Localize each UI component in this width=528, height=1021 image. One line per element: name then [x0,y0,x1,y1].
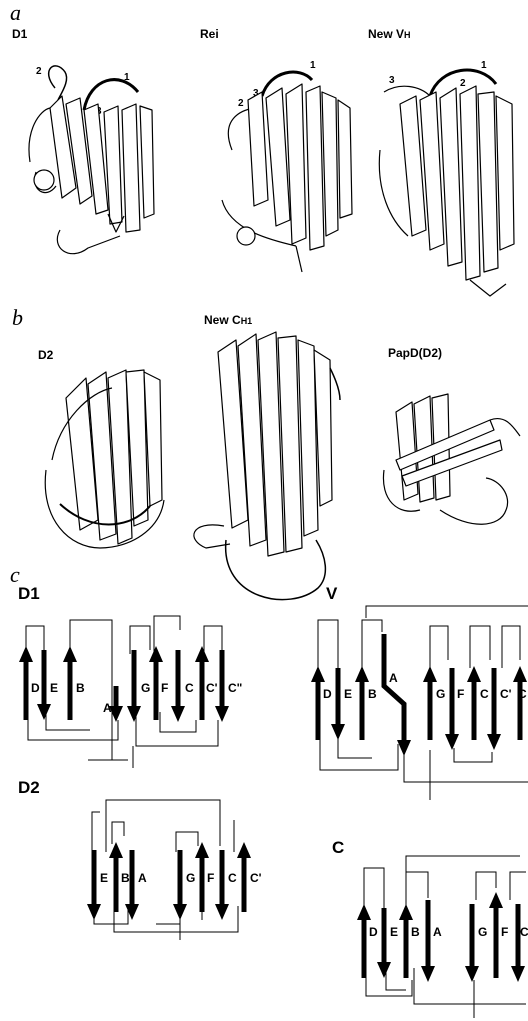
strand-v-cp: C' [500,687,512,701]
strand-v-b: B [368,687,377,701]
strand-d1-g: G [141,681,150,695]
strand-v-a: A [389,671,398,685]
strand-d1-d: D [31,681,40,695]
strand-d2-e: E [100,871,108,885]
strand-d1-e: E [50,681,58,695]
strand-d1-cpp: C" [228,681,242,695]
strand-d2-f: F [207,871,214,885]
strand-v-d: D [323,687,332,701]
strand-c-b: B [411,925,420,939]
strand-d2-a: A [138,871,147,885]
strand-d2-cp: C' [250,871,262,885]
strand-c-a: A [433,925,442,939]
strand-c-f: F [501,925,508,939]
strand-d1-b: B [76,681,85,695]
strand-v-c: C [480,687,489,701]
strand-v-g: G [436,687,445,701]
strand-c-c: C [520,925,528,939]
strand-d1-cp: C' [206,681,218,695]
strand-d2-c: C [228,871,237,885]
strand-c-e: E [390,925,398,939]
strand-d2-g: G [186,871,195,885]
topology-d2-arrowheads [87,842,251,920]
strand-c-d: D [369,925,378,939]
strand-d1-c: C [185,681,194,695]
strand-c-g: G [478,925,487,939]
strand-v-e: E [344,687,352,701]
topology-c-labels: D E B A G F C [369,925,528,939]
strand-v-f: F [457,687,464,701]
topology-d2-strands [94,850,244,912]
strand-d2-b: B [121,871,130,885]
strand-d1-f: F [161,681,168,695]
strand-d1-a: A [103,701,112,715]
strand-v-cpp: C [518,687,527,701]
